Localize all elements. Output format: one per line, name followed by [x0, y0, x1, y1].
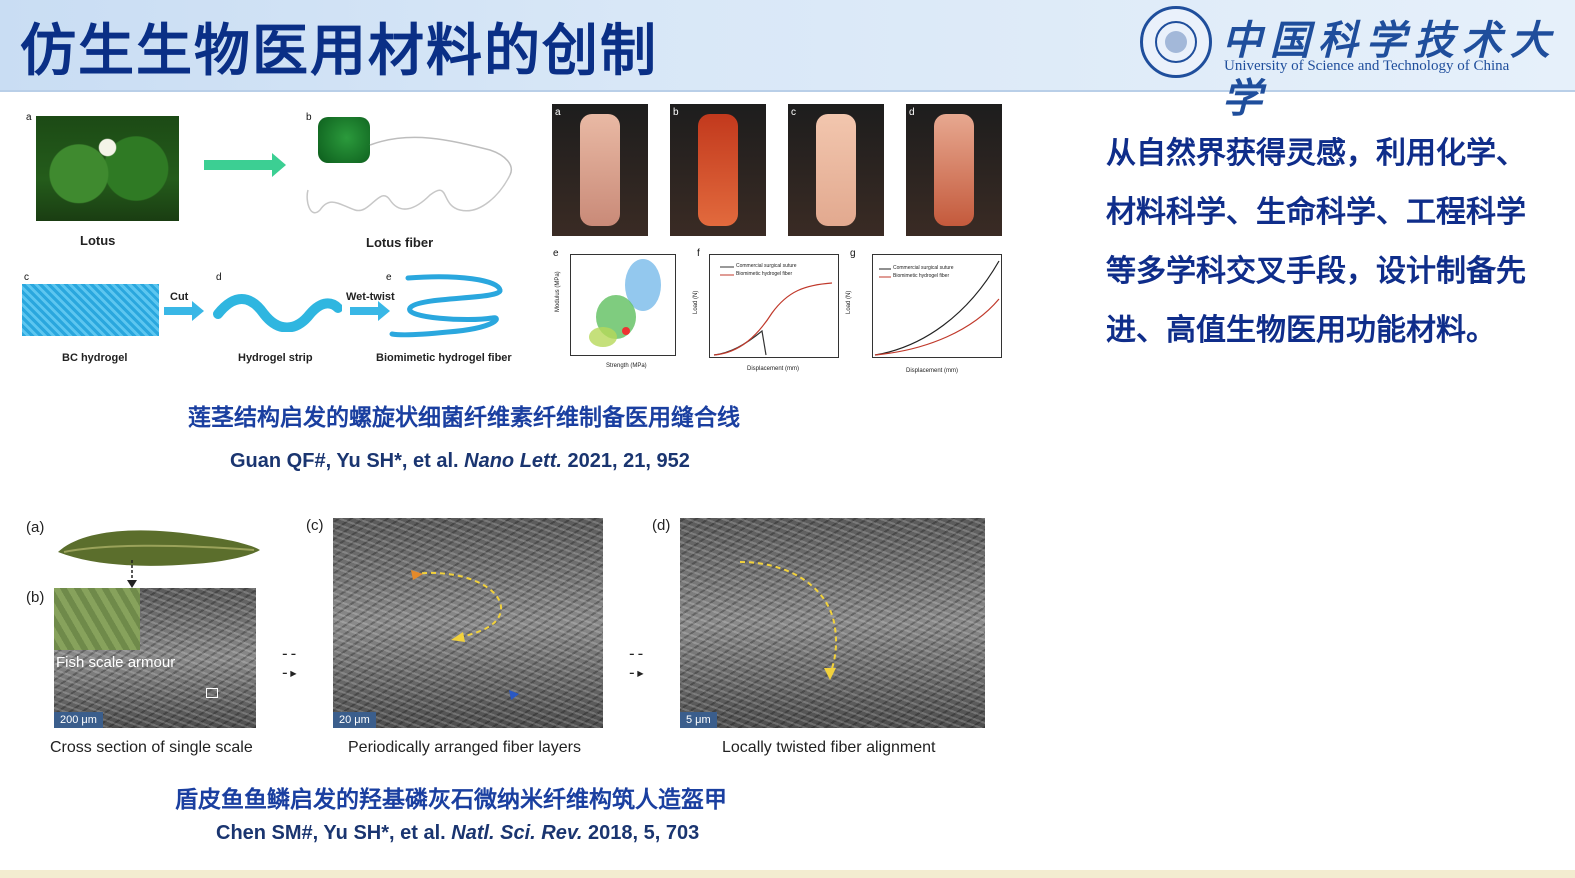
suture-photo-a: a — [552, 104, 648, 236]
suture-photo-b: b — [670, 104, 766, 236]
panel-letter-f: f — [697, 248, 700, 259]
caption-armour: 盾皮鱼鱼鳞启发的羟基磷灰石微纳米纤维构筑人造盔甲 — [175, 787, 727, 813]
plot-e-ylabel: Modulus (MPa) — [555, 271, 561, 312]
plot-e — [570, 254, 676, 356]
lotus-photo — [36, 116, 179, 221]
plot-g-xlabel: Displacement (mm) — [906, 368, 959, 374]
reference-2: Chen SM#, Yu SH*, et al. Natl. Sci. Rev.… — [216, 822, 700, 844]
panel-letter-a: a — [26, 112, 32, 123]
plot-f-xlabel: Displacement (mm) — [747, 366, 800, 372]
header-band: 仿生生物医用材料的创制 中国科学技术大学 University of Scien… — [0, 0, 1575, 122]
summary-text: 从自然界获得灵感，利用化学、材料科学、生命科学、工程科学等多学科交叉手段，设计制… — [1106, 136, 1526, 348]
plot-f-legend-biomimetic: Biomimetic hydrogel fiber — [736, 271, 793, 277]
sem-fiber-layers: 20 μm — [333, 518, 603, 728]
label-cut: Cut — [170, 291, 189, 303]
panel-letter-g: g — [850, 248, 856, 259]
university-logo-en: University of Science and Technology of … — [1224, 58, 1510, 74]
caption-suture: 莲茎结构启发的螺旋状细菌纤维素纤维制备医用缝合线 — [188, 405, 740, 431]
label-bc-hydrogel: BC hydrogel — [62, 352, 128, 364]
panel-letter-d: d — [216, 272, 222, 283]
scalebar-1: 200 μm — [54, 712, 103, 728]
bc-hydrogel-image — [22, 284, 159, 336]
label-wet-twist: Wet-twist — [346, 291, 395, 303]
suture-photo-d: d — [906, 104, 1002, 236]
spool-icon — [318, 117, 370, 163]
fish-scale-label: Fish scale armour — [56, 654, 176, 671]
suture-photo-c: c — [788, 104, 884, 236]
plot-e-xlabel: Strength (MPa) — [606, 363, 647, 369]
arrow-right-icon — [164, 301, 204, 321]
scalebar-2: 20 μm — [333, 712, 376, 728]
panel-letter-e: e — [386, 272, 392, 283]
panel-letter-e2: e — [553, 248, 559, 259]
twist-arrow-icon — [411, 570, 519, 700]
plot-g: Commercial surgical suture Biomimetic hy… — [872, 254, 1002, 358]
dashed-arrow-right-icon: ---▸ — [627, 644, 645, 682]
scalebar-3: 5 μm — [680, 712, 717, 728]
dashed-arrow-right-icon: ---▸ — [280, 644, 298, 682]
reference-1: Guan QF#, Yu SH*, et al. Nano Lett. 2021… — [230, 450, 690, 472]
tag-b: (b) — [26, 589, 45, 606]
tag-a: (a) — [26, 519, 45, 536]
sem-twisted-alignment: 5 μm — [680, 518, 985, 728]
hydrogel-strip-image — [213, 294, 342, 332]
panel-letter-b: b — [306, 112, 312, 123]
plot-f-lines — [713, 266, 833, 356]
arrow-right-icon — [204, 153, 286, 177]
university-seal-icon — [1140, 6, 1212, 78]
plot-f-ylabel: Load (N) — [693, 290, 699, 314]
plot-g-lines — [874, 260, 1000, 356]
plot-g-legend-biomimetic: Biomimetic hydrogel fiber — [893, 273, 950, 279]
slide-title: 仿生生物医用材料的创制 — [20, 19, 658, 84]
plot-f: Commercial surgical suture Biomimetic hy… — [709, 254, 839, 358]
panel-letter-c: c — [24, 272, 29, 283]
caption-fiber-layers: Periodically arranged fiber layers — [348, 739, 581, 756]
university-logo-cn: 中国科学技术大学 — [1222, 17, 1558, 122]
plot-f-legend-commercial: Commercial surgical suture — [736, 263, 797, 269]
sem-cross-section: Fish scale armour 200 μm — [54, 588, 256, 728]
dashed-arrow-down-icon — [127, 560, 137, 588]
fish-image — [58, 530, 260, 566]
plot-e-regions — [589, 259, 661, 347]
biomimetic-fiber-image — [389, 274, 503, 338]
lotus-fiber-coil — [306, 136, 512, 214]
tag-c: (c) — [306, 517, 324, 534]
tag-d: (d) — [652, 517, 671, 534]
twist-arrow-icon — [739, 561, 838, 680]
caption-cross-section: Cross section of single scale — [50, 739, 253, 756]
arrow-right-icon — [350, 301, 390, 321]
label-lotus: Lotus — [80, 233, 116, 248]
plot-g-ylabel: Load (N) — [846, 290, 852, 314]
label-biomimetic-fiber: Biomimetic hydrogel fiber — [376, 352, 512, 364]
caption-twisted-alignment: Locally twisted fiber alignment — [722, 739, 936, 756]
plot-g-legend-commercial: Commercial surgical suture — [893, 265, 954, 271]
bottom-strip — [0, 870, 1575, 878]
label-lotus-fiber: Lotus fiber — [366, 235, 434, 250]
label-hydrogel-strip: Hydrogel strip — [238, 352, 313, 364]
